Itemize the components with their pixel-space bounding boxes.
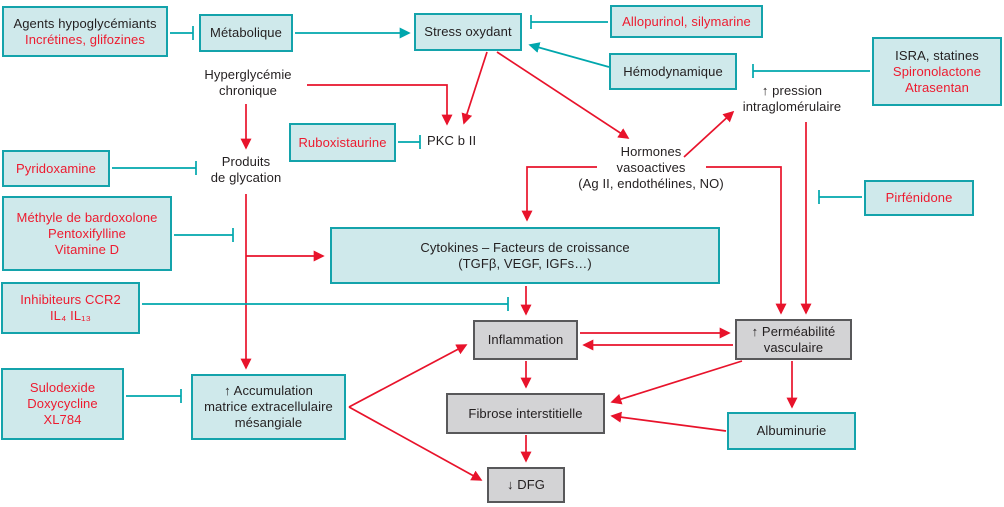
edge-hormones-to-cytokines: [521, 166, 597, 222]
node-accumulation-line3: mésangiale: [234, 415, 303, 430]
label-hyperglycemie-line1: Hyperglycémie: [204, 67, 292, 82]
node-permeabilite-vasculaire: ↑ Perméabilité vasculaire: [735, 319, 852, 360]
edge-accumulation-to-inflammation: [348, 344, 468, 408]
edge-accumulation-to-dfg: [348, 406, 483, 481]
node-sulodexide-line2: Doxycycline: [27, 396, 98, 411]
node-accumulation-line2: matrice extracellulaire: [204, 399, 333, 414]
node-isra-line1: ISRA, statines: [895, 47, 979, 63]
edge-stress-to-hormones: [496, 51, 630, 139]
label-hormones-line2: vasoactives: [616, 160, 686, 175]
node-methyle-line2: Pentoxifylline: [48, 225, 126, 241]
node-accumulation-line1: ↑ Accumulation: [224, 383, 313, 398]
node-cytokines-facteurs: Cytokines – Facteurs de croissance (TGFβ…: [330, 227, 720, 284]
edge-hemodynamique-to-stress: [528, 42, 610, 68]
label-produits-de-glycation: Produits de glycation: [196, 154, 296, 186]
node-hemodynamique: Hémodynamique: [609, 53, 737, 90]
node-stress-label: Stress oxydant: [424, 24, 512, 39]
edge-permeabilite-to-fibrose: [610, 360, 743, 405]
node-isra-line3: Atrasentan: [905, 79, 969, 95]
node-inflammation: Inflammation: [473, 320, 578, 360]
node-dfg-label: ↓ DFG: [506, 477, 546, 492]
node-dfg: ↓ DFG: [487, 467, 565, 503]
label-hormones-line1: Hormones: [620, 144, 682, 159]
node-cytokines-line1: Cytokines – Facteurs de croissance: [420, 239, 630, 255]
label-pkc-text: PKC b II: [427, 133, 477, 148]
node-pyridoxamine: Pyridoxamine: [2, 150, 110, 187]
label-produits-line1: Produits: [221, 154, 271, 169]
node-methyle-line1: Méthyle de bardoxolone: [16, 209, 158, 225]
node-isra-line2: Spironolactone: [892, 63, 982, 79]
node-inhibiteurs-line1: Inhibiteurs CCR2: [20, 292, 121, 307]
node-pirfenidone: Pirfénidone: [864, 180, 974, 216]
node-cytokines-line2: (TGFβ, VEGF, IGFs…): [458, 255, 592, 271]
edge-hyperglycemie-to-pkc: [307, 84, 453, 126]
node-sulodexide: Sulodexide Doxycycline XL784: [1, 368, 124, 440]
node-sulodexide-line1: Sulodexide: [29, 380, 96, 395]
edge-hormones-to-pression: [683, 110, 735, 158]
label-hyperglycemie-chronique: Hyperglycémie chronique: [195, 67, 301, 99]
node-agents-line2: Incrétines, glifozines: [25, 31, 145, 47]
node-albuminurie: Albuminurie: [727, 412, 856, 450]
node-stress-oxydant: Stress oxydant: [414, 13, 522, 51]
node-isra-statines: ISRA, statines Spironolactone Atrasentan: [872, 37, 1002, 106]
label-hyperglycemie-line2: chronique: [219, 83, 277, 98]
label-pkc-b-ii: PKC b II: [427, 133, 497, 149]
node-inhibiteurs-ccr2: Inhibiteurs CCR2 IL₄ IL₁₃: [1, 282, 140, 334]
label-pression-line2: intraglomérulaire: [742, 99, 842, 114]
label-pression-intraglomerulaire: ↑ pression intraglomérulaire: [733, 83, 851, 115]
node-metabolique: Métabolique: [199, 14, 293, 52]
node-pyridoxamine-label: Pyridoxamine: [16, 160, 96, 176]
node-accumulation-matrice: ↑ Accumulation matrice extracellulaire m…: [191, 374, 346, 440]
node-hemodynamique-label: Hémodynamique: [623, 63, 723, 79]
node-metabolique-label: Métabolique: [210, 25, 282, 40]
node-albuminurie-label: Albuminurie: [756, 423, 827, 438]
label-pression-line1: ↑ pression: [761, 83, 823, 98]
node-pirfenidone-label: Pirfénidone: [885, 190, 953, 205]
edge-hormones-to-permeabilite: [706, 166, 787, 315]
node-sulodexide-line3: XL784: [43, 412, 82, 427]
node-ruboxistaurine: Ruboxistaurine: [289, 123, 396, 162]
edge-albuminurie-to-fibrose: [610, 411, 727, 432]
node-fibrose-interstitielle: Fibrose interstitielle: [446, 393, 605, 434]
node-methyle-bardoxolone: Méthyle de bardoxolone Pentoxifylline Vi…: [2, 196, 172, 271]
label-hormones-vasoactives: Hormones vasoactives (Ag II, endothéline…: [570, 144, 732, 192]
node-inhibiteurs-line2: IL₄ IL₁₃: [49, 308, 92, 323]
node-allopurinol-label: Allopurinol, silymarine: [622, 13, 751, 29]
label-hormones-line3: (Ag II, endothélines, NO): [578, 176, 724, 191]
label-produits-line2: de glycation: [210, 170, 282, 185]
node-permeabilite-line1: ↑ Perméabilité: [751, 323, 836, 339]
node-methyle-line3: Vitamine D: [54, 241, 120, 257]
node-ruboxistaurine-label: Ruboxistaurine: [298, 134, 387, 150]
node-permeabilite-line2: vasculaire: [763, 339, 824, 355]
node-fibrose-label: Fibrose interstitielle: [468, 405, 583, 421]
edge-stress-to-pkc: [461, 51, 488, 125]
node-allopurinol-silymarine: Allopurinol, silymarine: [610, 5, 763, 38]
node-agents-hypoglycemiants: Agents hypoglycémiants Incrétines, glifo…: [2, 6, 168, 57]
node-inflammation-label: Inflammation: [487, 332, 564, 347]
node-agents-line1: Agents hypoglycémiants: [13, 15, 157, 31]
